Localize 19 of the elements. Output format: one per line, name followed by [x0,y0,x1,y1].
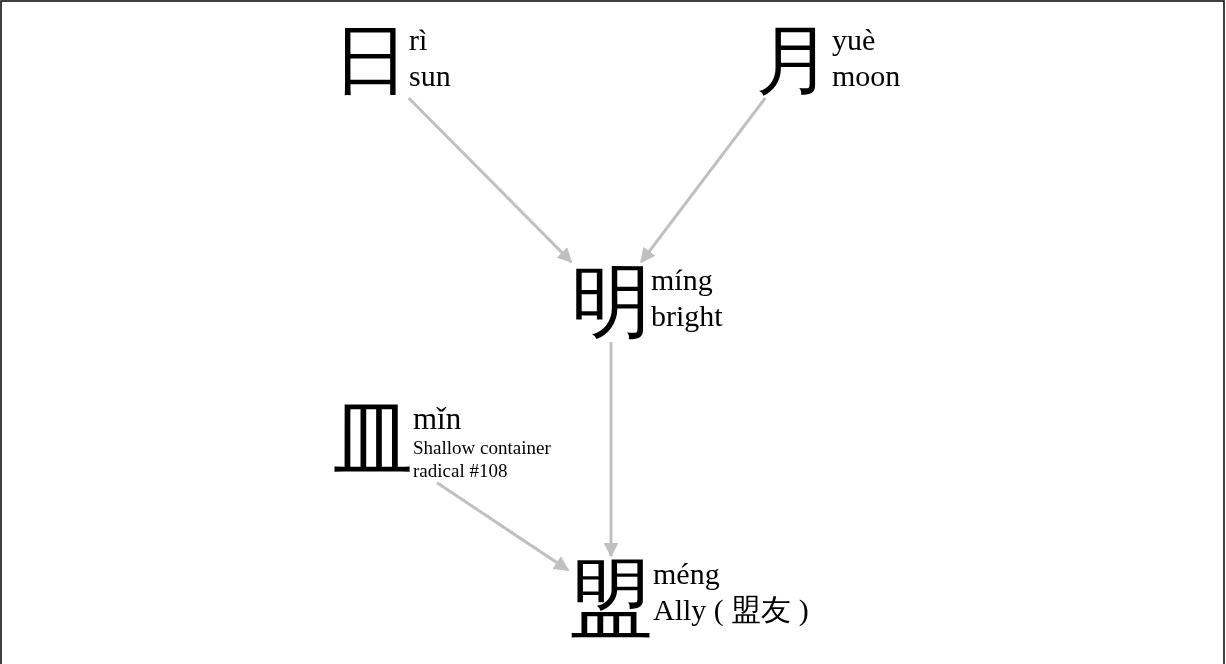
meaning-text: moon [832,58,901,94]
pinyin-text: méng [653,556,721,590]
meaning-text: bright [651,298,723,334]
pinyin-text: mǐn [413,400,463,436]
pinyin-text: rì [409,22,429,58]
pinyin-text: míng [651,262,714,298]
meaning-text: Shallow container radical #108 [413,437,552,483]
hanzi-character: 明 [571,262,651,342]
meaning-text: sun [409,58,451,94]
meaning-text: Ally ( 盟友 ) [653,593,809,626]
pinyin-text: yuè [832,22,877,58]
arrow [407,96,573,264]
hanzi-character: 日 [333,22,409,98]
arrow [436,481,570,572]
arrow [603,342,619,558]
hanzi-character: 皿 [333,400,413,480]
hanzi-character: 盟 [568,556,653,641]
arrow [640,97,767,264]
hanzi-character: 月 [756,22,832,98]
